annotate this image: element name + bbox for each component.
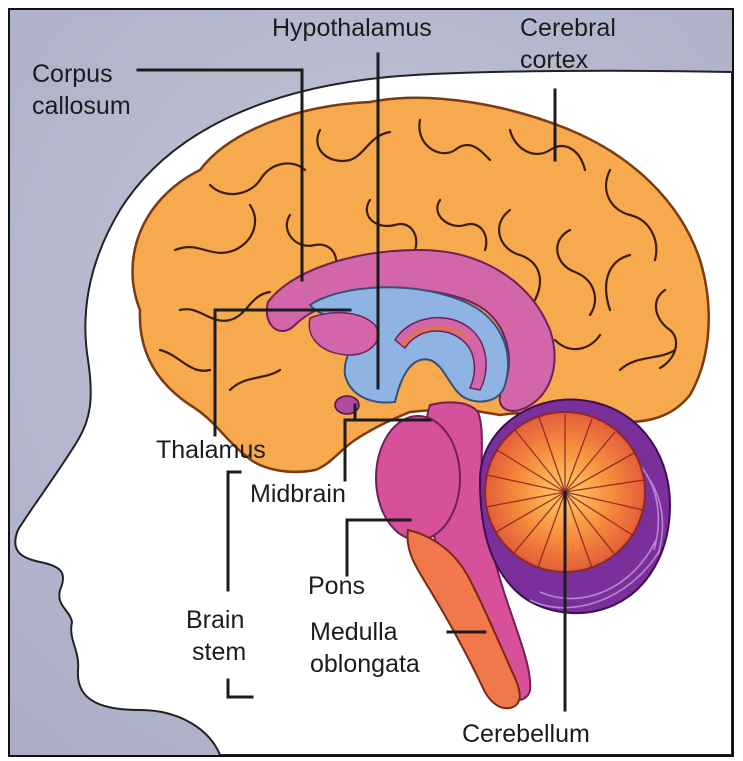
label-midbrain: Midbrain [250, 480, 346, 508]
label-cerebral-cortex-line1: Cerebral [520, 14, 616, 42]
label-corpus-callosum-line2: callosum [32, 92, 131, 120]
brain-diagram: Corpus callosum Hypothalamus Cerebral co… [10, 10, 732, 755]
label-cerebellum: Cerebellum [462, 720, 590, 748]
label-corpus-callosum-line1: Corpus [32, 60, 113, 88]
label-hypothalamus: Hypothalamus [272, 14, 432, 42]
label-brain-stem-line1: Brain [186, 606, 244, 634]
label-pons: Pons [308, 572, 365, 600]
label-cerebral-cortex-line2: cortex [520, 46, 589, 74]
cerebellum-shape [480, 400, 670, 614]
label-medulla-oblongata-line2: oblongata [310, 650, 420, 678]
label-medulla-oblongata-line1: Medulla [310, 618, 398, 646]
label-thalamus: Thalamus [156, 436, 266, 464]
diagram-frame: Corpus callosum Hypothalamus Cerebral co… [8, 8, 734, 757]
label-brain-stem-line2: stem [192, 638, 246, 666]
